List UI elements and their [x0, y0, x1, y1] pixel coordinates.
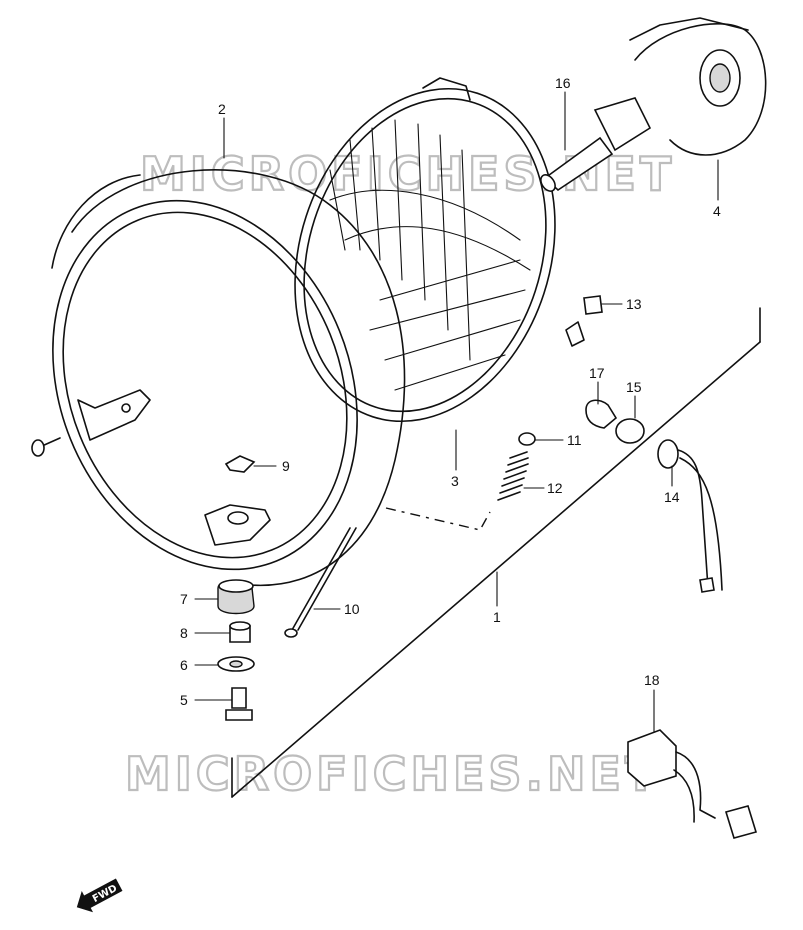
position-bulb [585, 399, 618, 429]
callout-12: 12 [547, 480, 563, 496]
washer-11 [518, 432, 536, 446]
callout-13: 13 [626, 296, 642, 312]
bolt-5 [225, 687, 253, 721]
socket-wire-14 [657, 439, 723, 593]
callout-16: 16 [555, 75, 571, 91]
assembly-bracket-lines [231, 307, 761, 798]
callout-1: 1 [493, 609, 501, 625]
socket-cover [629, 17, 767, 156]
callout-2: 2 [218, 101, 226, 117]
callout-3: 3 [451, 473, 459, 489]
spring-12 [497, 451, 529, 501]
callout-17: 17 [589, 365, 605, 381]
leader-lines [194, 91, 719, 733]
callout-6: 6 [180, 657, 188, 673]
callout-18: 18 [644, 672, 660, 688]
watermark-bottom: MICROFICHES.NET [125, 747, 660, 801]
bulb-socket [615, 418, 645, 444]
callout-14: 14 [664, 489, 680, 505]
callout-8: 8 [180, 625, 188, 641]
forward-arrow: FWD [76, 878, 123, 913]
assembly-dashed-line [385, 507, 491, 531]
headlamp-bulb [540, 97, 652, 192]
callout-4: 4 [713, 203, 721, 219]
headlamp-lens-unit [294, 77, 585, 423]
screw-left [31, 437, 61, 457]
headlamp-rim [51, 169, 406, 587]
clip-nut-9 [224, 455, 256, 473]
callout-15: 15 [626, 379, 642, 395]
connector-18 [627, 729, 758, 839]
washer-6 [217, 656, 255, 672]
collar-8 [229, 621, 251, 643]
screw-10 [284, 527, 357, 638]
clip-13 [583, 295, 603, 315]
callout-5: 5 [180, 692, 188, 708]
grommet-7 [217, 579, 255, 615]
callout-7: 7 [180, 591, 188, 607]
callout-9: 9 [282, 458, 290, 474]
callout-10: 10 [344, 601, 360, 617]
callout-11: 11 [567, 432, 582, 448]
